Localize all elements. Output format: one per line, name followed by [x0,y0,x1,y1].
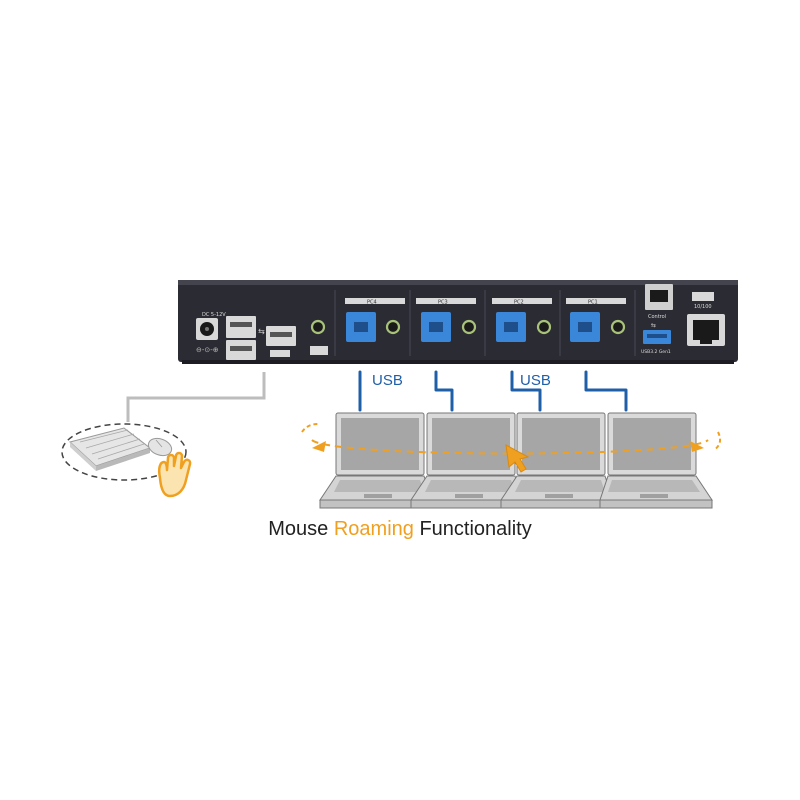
usb-icon: ⇆ [651,322,656,329]
caption-part-functionality: Functionality [413,518,532,540]
audio-jack-1[interactable] [610,319,626,335]
mouse-icon [147,437,173,457]
cable-pc1 [584,370,628,412]
pc-port-label-3: PC3 [438,300,448,306]
hand-icon [157,451,192,498]
peripheral-dashed-ring [61,423,187,481]
kvm-switch-device: DC 5-12V ⊖-⊙-⊕ ⇆ [178,280,738,364]
pc-port-group-2: PC2 [492,298,552,342]
keyboard-mouse-group [61,423,192,498]
power-section: DC 5-12V ⊖-⊙-⊕ [196,312,226,354]
mouse-pointer-icon [505,444,530,473]
laptop-pc3 [410,412,524,509]
pc-port-label-4: PC4 [367,300,377,306]
laptop-pc2 [500,412,614,509]
cable-pc3 [434,370,454,412]
usb-cable-label-right: USB [520,372,551,389]
mouse-roaming-path [301,423,722,473]
diagram-caption: Mouse Roaming Functionality [0,518,800,541]
control-section: Control ⇆ USB3.2 Gen1 [641,284,673,355]
audio-jack-2[interactable] [536,319,552,335]
polarity-icon: ⊖-⊙-⊕ [196,346,219,354]
pc-port-group-4: PC4 [345,298,405,342]
laptop-computers [319,412,713,509]
power-label: DC 5-12V [202,312,226,318]
caption-part-mouse: Mouse [268,518,334,540]
pc-port-group-3: PC3 [416,298,477,342]
keyboard-mouse-tag [270,350,290,357]
pc-cables [358,370,628,412]
lan-label: 10/100 [694,304,712,310]
keyboard-icon [68,427,152,471]
control-label: Control [648,314,666,320]
usb3-label: USB3.2 Gen1 [641,349,671,355]
cable-pc2 [510,370,542,412]
laptop-pc1 [599,412,713,509]
pc-port-group-1: PC1 [566,298,626,342]
dc-power-jack[interactable] [196,318,218,340]
arrow-right-icon [690,441,704,452]
usb-cable-label-left: USB [372,372,403,389]
usb-hub-ports[interactable]: ⇆ [226,316,296,360]
audio-jack-4[interactable] [385,319,401,335]
usb-trident-icon: ⇆ [258,327,265,336]
audio-tag [310,346,328,355]
lan-tag [692,292,714,301]
audio-section [310,319,328,355]
arrow-left-icon [312,441,326,452]
laptop-pc4 [319,412,433,509]
audio-jack[interactable] [310,319,326,335]
caption-highlight-roaming: Roaming [333,518,414,540]
pc-port-label-1: PC1 [588,300,598,306]
lan-section: 10/100 [687,292,725,346]
peripheral-cable [126,372,266,422]
pc-port-label-2: PC2 [514,300,524,306]
audio-jack-3[interactable] [461,319,477,335]
